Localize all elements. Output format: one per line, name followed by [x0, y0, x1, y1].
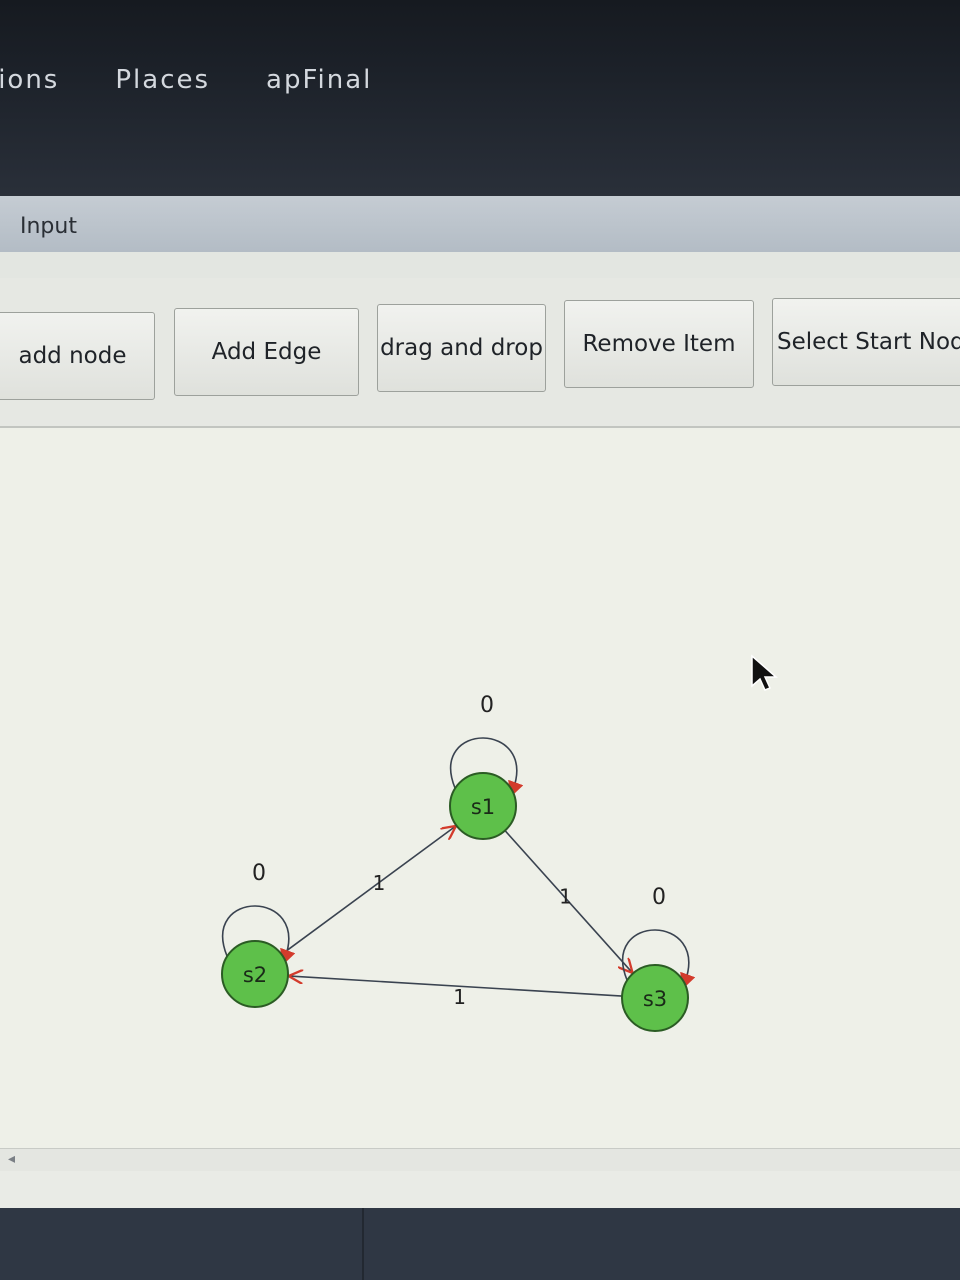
edge-label: 0 [252, 861, 266, 886]
node-label: s3 [643, 987, 667, 1011]
edge-label: 1 [373, 871, 386, 895]
node-s1[interactable]: s1 [449, 772, 517, 840]
panel-menu-places[interactable]: Places [115, 65, 211, 95]
mouse-cursor-icon [751, 654, 778, 691]
menubar-strip [0, 252, 960, 279]
desktop-top-panel: tions Places apFinal [0, 0, 960, 200]
window-titlebar[interactable]: Input [0, 196, 960, 253]
graph-svg[interactable]: 1 1 1 0 0 0 s1 s2 s3 [0, 428, 960, 1148]
node-circle[interactable] [449, 772, 517, 840]
node-circle[interactable] [621, 964, 689, 1032]
scroll-left-icon[interactable]: ◂ [8, 1151, 16, 1167]
panel-divider [362, 1208, 364, 1280]
node-label: s1 [471, 795, 495, 819]
drag-and-drop-button[interactable]: drag and drop [377, 304, 546, 392]
edge-label: 1 [453, 985, 466, 1009]
nodes-layer: s1 s2 s3 [221, 772, 689, 1032]
self-loop-edge-s1[interactable] [449, 737, 524, 798]
edge-s1-s3[interactable] [504, 830, 632, 972]
toolbar: add node Add Edge drag and drop Remove I… [0, 278, 960, 428]
edge-s2-s1[interactable] [281, 827, 455, 956]
edge-label: 0 [652, 885, 666, 910]
select-start-node-button[interactable]: Select Start Nod [772, 298, 960, 386]
add-edge-button[interactable]: Add Edge [174, 308, 359, 396]
add-node-button[interactable]: add node [0, 312, 155, 400]
edge-label: 1 [559, 884, 572, 908]
remove-item-button[interactable]: Remove Item [564, 300, 754, 388]
panel-menu-apfinal[interactable]: apFinal [266, 65, 373, 95]
edges-layer: 1 1 1 0 0 0 [221, 693, 696, 1009]
edge-s3-s2[interactable] [290, 976, 623, 997]
panel-menu: tions Places apFinal [0, 60, 372, 100]
self-loop-edge-s3[interactable] [621, 929, 696, 990]
horizontal-scrollbar[interactable]: ◂ [0, 1148, 960, 1171]
panel-menu-applications[interactable]: tions [0, 65, 60, 95]
node-circle[interactable] [221, 940, 289, 1008]
graph-canvas[interactable]: 1 1 1 0 0 0 s1 s2 s3 [0, 428, 960, 1148]
node-s3[interactable]: s3 [621, 964, 689, 1032]
app-window: Input add node Add Edge drag and drop Re… [0, 196, 960, 1208]
desktop-bottom-panel [0, 1208, 960, 1280]
self-loop-edge-s2[interactable] [221, 905, 296, 966]
window-title: Input [20, 214, 77, 239]
node-label: s2 [243, 963, 267, 987]
edge-label: 0 [480, 693, 494, 718]
node-s2[interactable]: s2 [221, 940, 289, 1008]
